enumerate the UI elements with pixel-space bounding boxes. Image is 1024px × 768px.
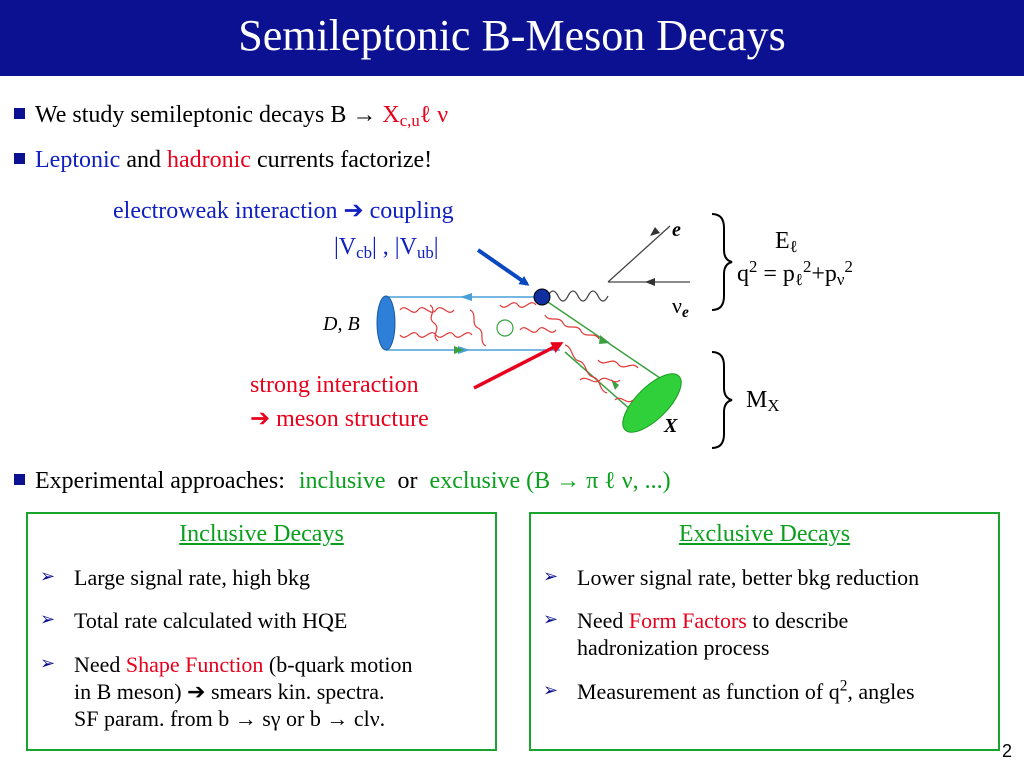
title-bar bbox=[0, 0, 1024, 76]
square-bullet-icon bbox=[14, 108, 25, 119]
slide-title: Semileptonic B-Meson Decays bbox=[238, 11, 786, 60]
hadronic-system-ellipse bbox=[622, 373, 682, 433]
exclusive-item-1: Lower signal rate, better bkg reduction bbox=[577, 565, 920, 590]
inclusive-item-1: Large signal rate, high bkg bbox=[74, 565, 311, 590]
meson-structure-annotation: ➔ meson structure bbox=[250, 406, 429, 432]
arrow-bullet-icon: ➢ bbox=[40, 653, 56, 674]
arrow-bullet-icon: ➢ bbox=[40, 609, 56, 630]
arrow-bullet-icon: ➢ bbox=[543, 566, 559, 587]
lepton-energy-label: Eℓ bbox=[775, 228, 798, 257]
bullet-semileptonic-decays: We study semileptonic decays B → Xc,uℓ ν bbox=[14, 100, 448, 130]
hadron-label: X bbox=[664, 415, 678, 437]
strong-interaction-annotation: strong interaction bbox=[250, 372, 419, 398]
exclusive-heading: Exclusive Decays bbox=[678, 521, 851, 547]
square-bullet-icon bbox=[14, 153, 25, 164]
square-bullet-icon bbox=[14, 474, 25, 485]
inclusive-item-2: Total rate calculated with HQE bbox=[74, 608, 348, 633]
arrow-bullet-icon: ➢ bbox=[40, 566, 56, 587]
bullet-experimental-approaches: Experimental approaches: inclusive or ex… bbox=[14, 466, 671, 496]
initial-meson-ellipse bbox=[376, 295, 396, 351]
electroweak-annotation: electroweak interaction ➔ coupling bbox=[113, 198, 454, 224]
ckm-coupling-label: |Vcb| , |Vub| bbox=[334, 234, 439, 263]
q2-formula: q2 = pℓ2+pν2 bbox=[737, 256, 853, 290]
hadronic-state-x: Xc,u bbox=[382, 102, 420, 131]
exclusive-item-3: Measurement as function of q2, angles bbox=[577, 677, 915, 704]
hadronic-mass-label: MX bbox=[746, 387, 780, 416]
electroweak-pointer-arrow bbox=[476, 248, 530, 286]
exclusive-item-2: Need Form Factors to describe hadronizat… bbox=[577, 608, 849, 660]
arrow-bullet-icon: ➢ bbox=[543, 680, 559, 701]
brace-lepton bbox=[711, 213, 733, 311]
lepton-label: e bbox=[672, 219, 681, 241]
inclusive-decays-box: Inclusive Decays ➢ Large signal rate, hi… bbox=[26, 512, 497, 751]
initial-meson-label: D, B bbox=[323, 313, 360, 335]
inclusive-heading: Inclusive Decays bbox=[179, 521, 344, 547]
brace-hadron bbox=[711, 351, 733, 449]
slide-number: 2 bbox=[1001, 741, 1012, 761]
inclusive-item-3: Need Shape Function (b-quark motion in B… bbox=[74, 652, 413, 731]
weak-vertex bbox=[533, 288, 551, 306]
bullet-currents-factorize: Leptonic and hadronic currents factorize… bbox=[14, 145, 432, 175]
arrow-bullet-icon: ➢ bbox=[543, 609, 559, 630]
exclusive-decays-box: Exclusive Decays ➢ Lower signal rate, be… bbox=[529, 512, 1000, 751]
neutrino-label: νe bbox=[672, 293, 689, 321]
strong-pointer-arrow bbox=[473, 342, 564, 390]
